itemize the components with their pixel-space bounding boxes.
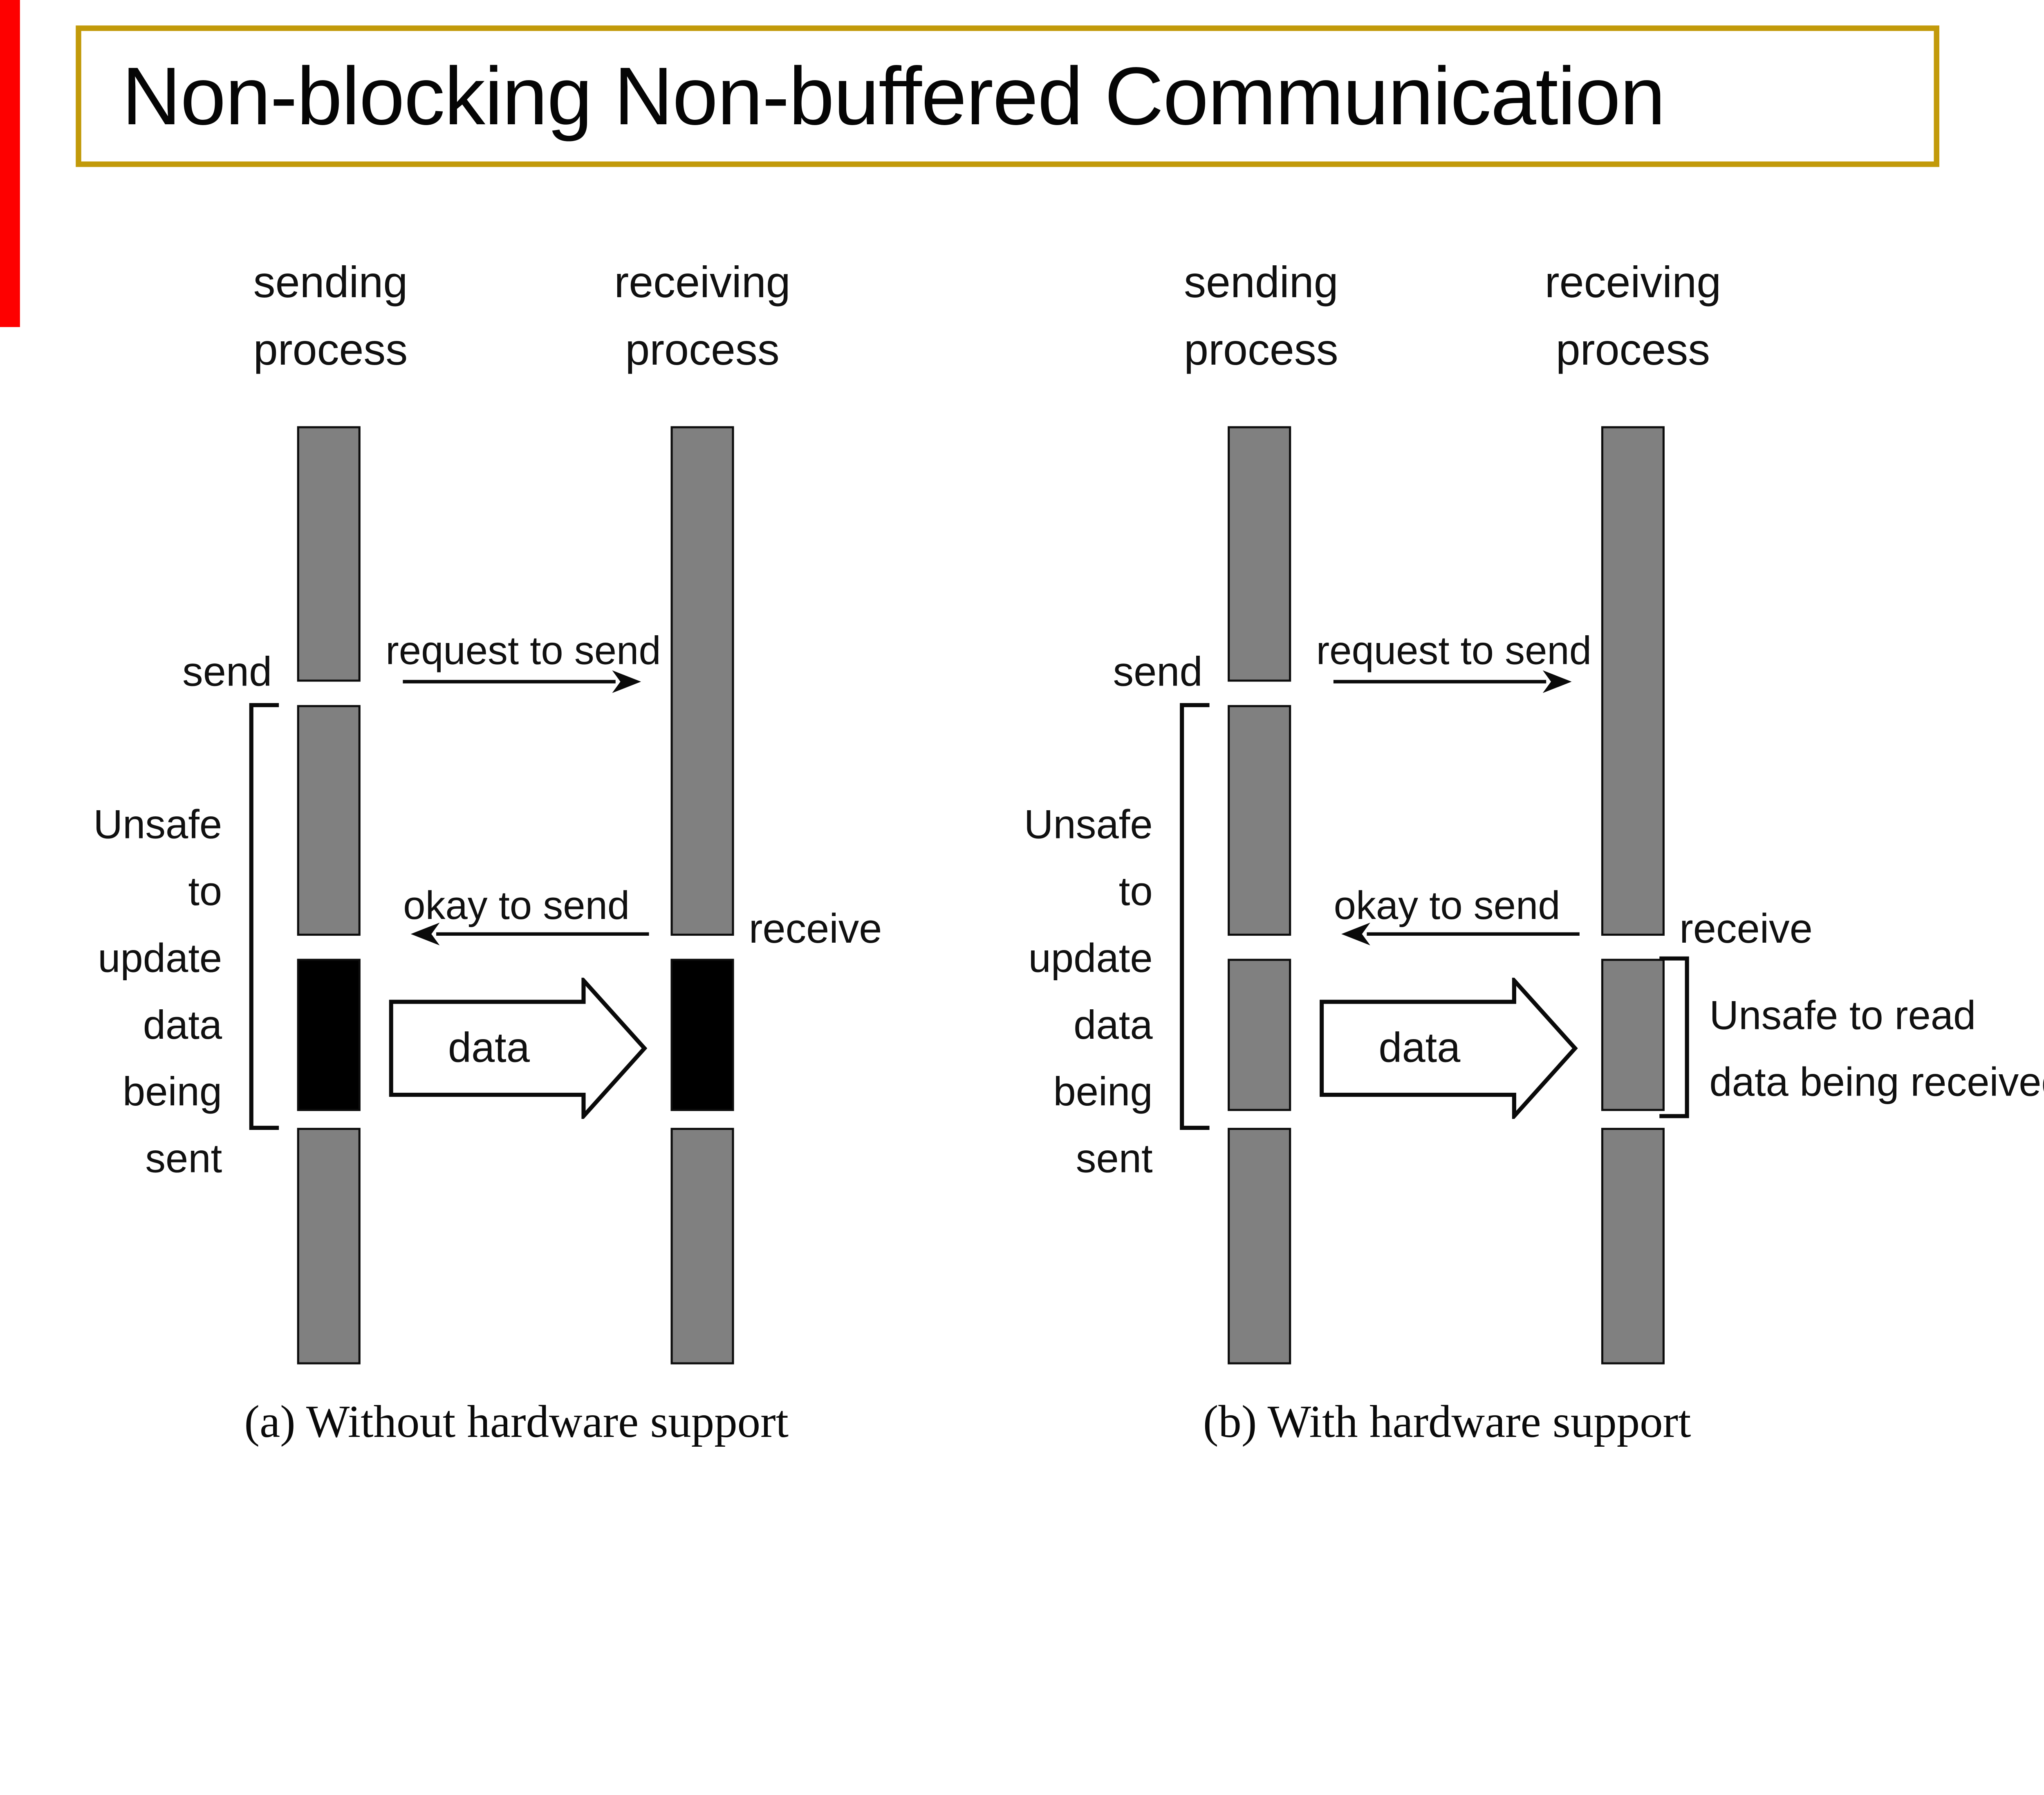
receiving-process-label: receiving process bbox=[1544, 257, 1721, 374]
send-label: send bbox=[182, 648, 272, 695]
bar-segment bbox=[1228, 426, 1291, 682]
receiving-process-bar bbox=[670, 426, 734, 1365]
okay-to-send-label: okay to send bbox=[403, 883, 630, 928]
slide-title-box: Non-blocking Non-buffered Communication bbox=[76, 25, 1939, 167]
bar-segment-data-receive bbox=[1601, 959, 1665, 1111]
sending-process-bar bbox=[297, 426, 361, 1365]
bar-segment-data-receive bbox=[670, 959, 734, 1111]
red-accent-strip bbox=[0, 0, 20, 327]
unsafe-send-label: Unsafe to update data being sent bbox=[1024, 802, 1153, 1181]
data-arrow-label: data bbox=[448, 1024, 530, 1071]
data-arrow-label: data bbox=[1378, 1024, 1461, 1071]
bar-segment bbox=[297, 705, 361, 936]
sending-process-label: sending process bbox=[1184, 257, 1338, 374]
data-arrow-icon bbox=[1320, 977, 1578, 1119]
unsafe-receive-bracket-icon bbox=[1659, 956, 1689, 1118]
bar-segment-data-send bbox=[297, 959, 361, 1111]
diagram-without-hw-support: sending process receiving process send r… bbox=[0, 0, 1022, 1512]
bar-segment bbox=[1601, 426, 1665, 936]
send-label: send bbox=[1113, 648, 1203, 695]
receive-label: receive bbox=[749, 905, 882, 952]
request-to-send-label: request to send bbox=[385, 628, 661, 673]
unsafe-send-bracket-icon bbox=[1180, 703, 1210, 1130]
bar-segment bbox=[297, 1127, 361, 1365]
bar-segment bbox=[1228, 705, 1291, 936]
okay-to-send-arrow-icon bbox=[1341, 923, 1580, 946]
okay-to-send-label: okay to send bbox=[1334, 883, 1560, 928]
data-arrow-icon bbox=[389, 977, 648, 1119]
bar-segment-data-send bbox=[1228, 959, 1291, 1111]
diagram-with-hw-support: sending process receiving process send r… bbox=[930, 0, 2044, 1512]
sending-process-label: sending process bbox=[253, 257, 408, 374]
bar-segment bbox=[1601, 1127, 1665, 1365]
request-to-send-arrow-icon bbox=[403, 670, 641, 693]
sending-process-bar bbox=[1228, 426, 1291, 1365]
caption-b: (b) With hardware support bbox=[1203, 1396, 1691, 1447]
bar-segment bbox=[670, 1127, 734, 1365]
unsafe-send-label: Unsafe to update data being sent bbox=[93, 802, 222, 1181]
unsafe-send-bracket-icon bbox=[249, 703, 279, 1130]
receiving-process-label: receiving process bbox=[614, 257, 791, 374]
bar-segment bbox=[670, 426, 734, 936]
receiving-process-bar bbox=[1601, 426, 1665, 1365]
request-to-send-label: request to send bbox=[1316, 628, 1592, 673]
bar-segment bbox=[1228, 1127, 1291, 1365]
bar-segment bbox=[297, 426, 361, 682]
slide-title: Non-blocking Non-buffered Communication bbox=[122, 50, 1665, 142]
caption-a: (a) Without hardware support bbox=[244, 1396, 789, 1447]
unsafe-receive-label: Unsafe to read data being received bbox=[1709, 992, 2044, 1105]
request-to-send-arrow-icon bbox=[1333, 670, 1572, 693]
receive-label: receive bbox=[1679, 905, 1813, 952]
okay-to-send-arrow-icon bbox=[410, 923, 649, 946]
slide: Non-blocking Non-buffered Communication … bbox=[0, 0, 2044, 1512]
